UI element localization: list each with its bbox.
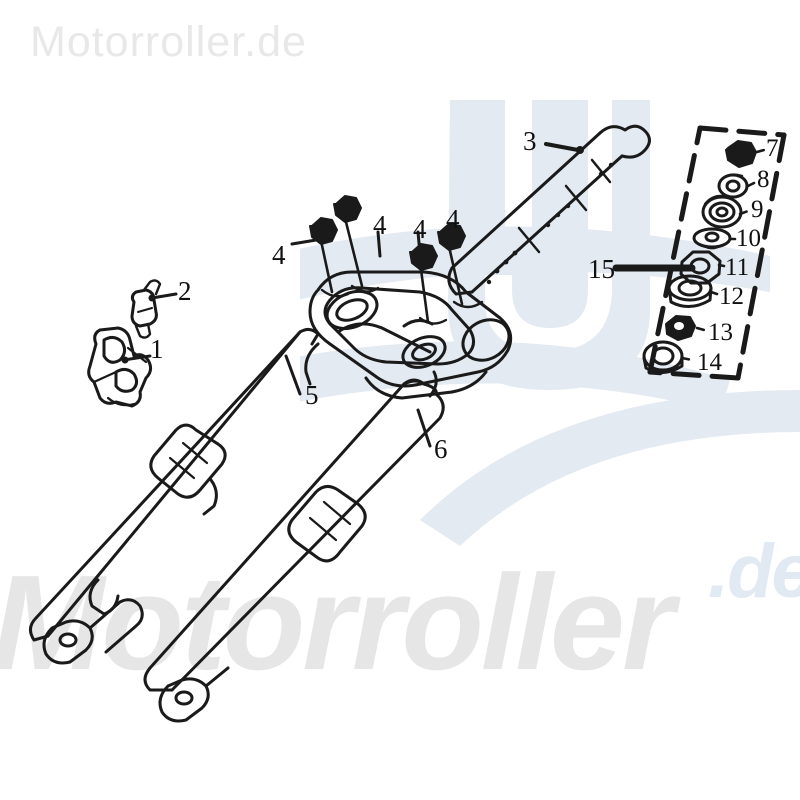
legend-part-shapes [642,140,757,374]
legend-number-7: 7 [766,135,779,162]
legend-number-12: 12 [719,283,744,310]
small-clamp-part [130,279,162,339]
callout-6: 6 [434,434,448,464]
legend-dashed-box [647,125,787,381]
legend-number-11: 11 [725,254,750,281]
fork-leg-right [143,370,445,723]
legend-number-9: 9 [751,196,764,223]
callout-15: 15 [588,254,615,284]
callout-1: 1 [150,334,164,364]
fork-leg-left [29,327,320,665]
left-bracket-part [87,326,153,408]
legend-number-8: 8 [757,166,770,193]
brand-logo-watermark [300,100,800,546]
callout-2: 2 [178,276,192,306]
callout-4-b: 4 [373,210,387,240]
callout-3: 3 [523,126,537,156]
legend-number-13: 13 [708,319,733,346]
legend-number-10: 10 [736,225,761,252]
stem-knurl-dots [486,162,614,285]
callout-4-a: 4 [272,240,286,270]
triple-clamp-yoke [304,270,513,400]
legend-leaders [680,148,766,362]
callout-4-d: 4 [446,204,460,234]
callout-5: 5 [305,380,319,410]
callout-4-c: 4 [413,214,427,244]
legend-number-14: 14 [697,349,722,376]
leader-lines [122,142,580,448]
